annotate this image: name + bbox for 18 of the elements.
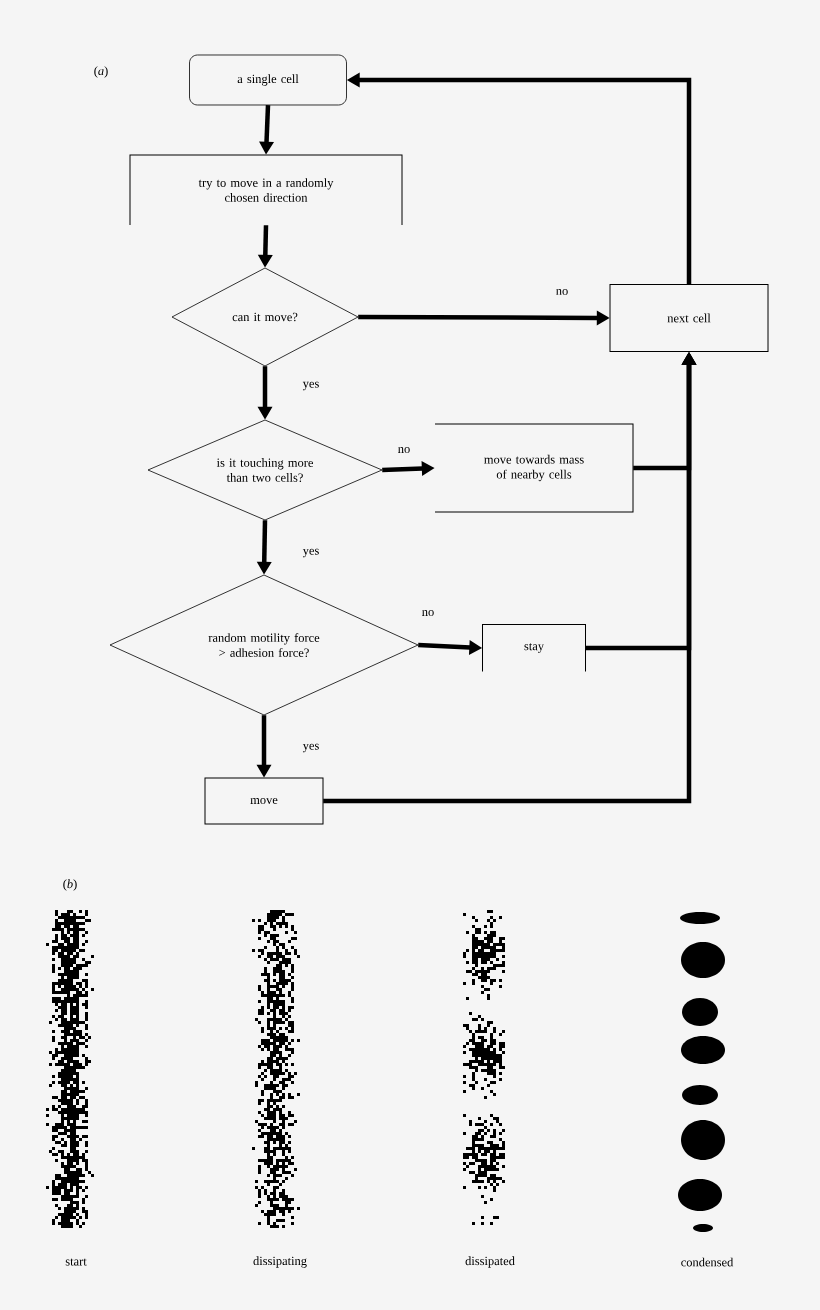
start-box: a single cell [189, 54, 347, 106]
process-box: move [204, 777, 324, 825]
edge-label: yes [301, 547, 321, 559]
edge-label: yes [301, 742, 321, 754]
edge-label: no [420, 609, 436, 617]
edge-label: no [554, 288, 570, 296]
strip-caption: dissipating [253, 1256, 307, 1268]
panel-label: (a) [94, 66, 108, 78]
process-box: next cell [609, 284, 769, 352]
strip-caption: dissipated [465, 1256, 515, 1268]
strip-caption: start [65, 1258, 87, 1266]
edge-label: yes [301, 380, 321, 392]
panel-label: (b) [63, 879, 77, 891]
process-box: stay [482, 624, 586, 672]
process-box: move towards mass of nearby cells [434, 423, 634, 513]
process-box: try to move in a randomly chosen direction [129, 154, 403, 226]
strip-caption: condensed [681, 1257, 734, 1267]
edge-label: no [396, 446, 412, 454]
